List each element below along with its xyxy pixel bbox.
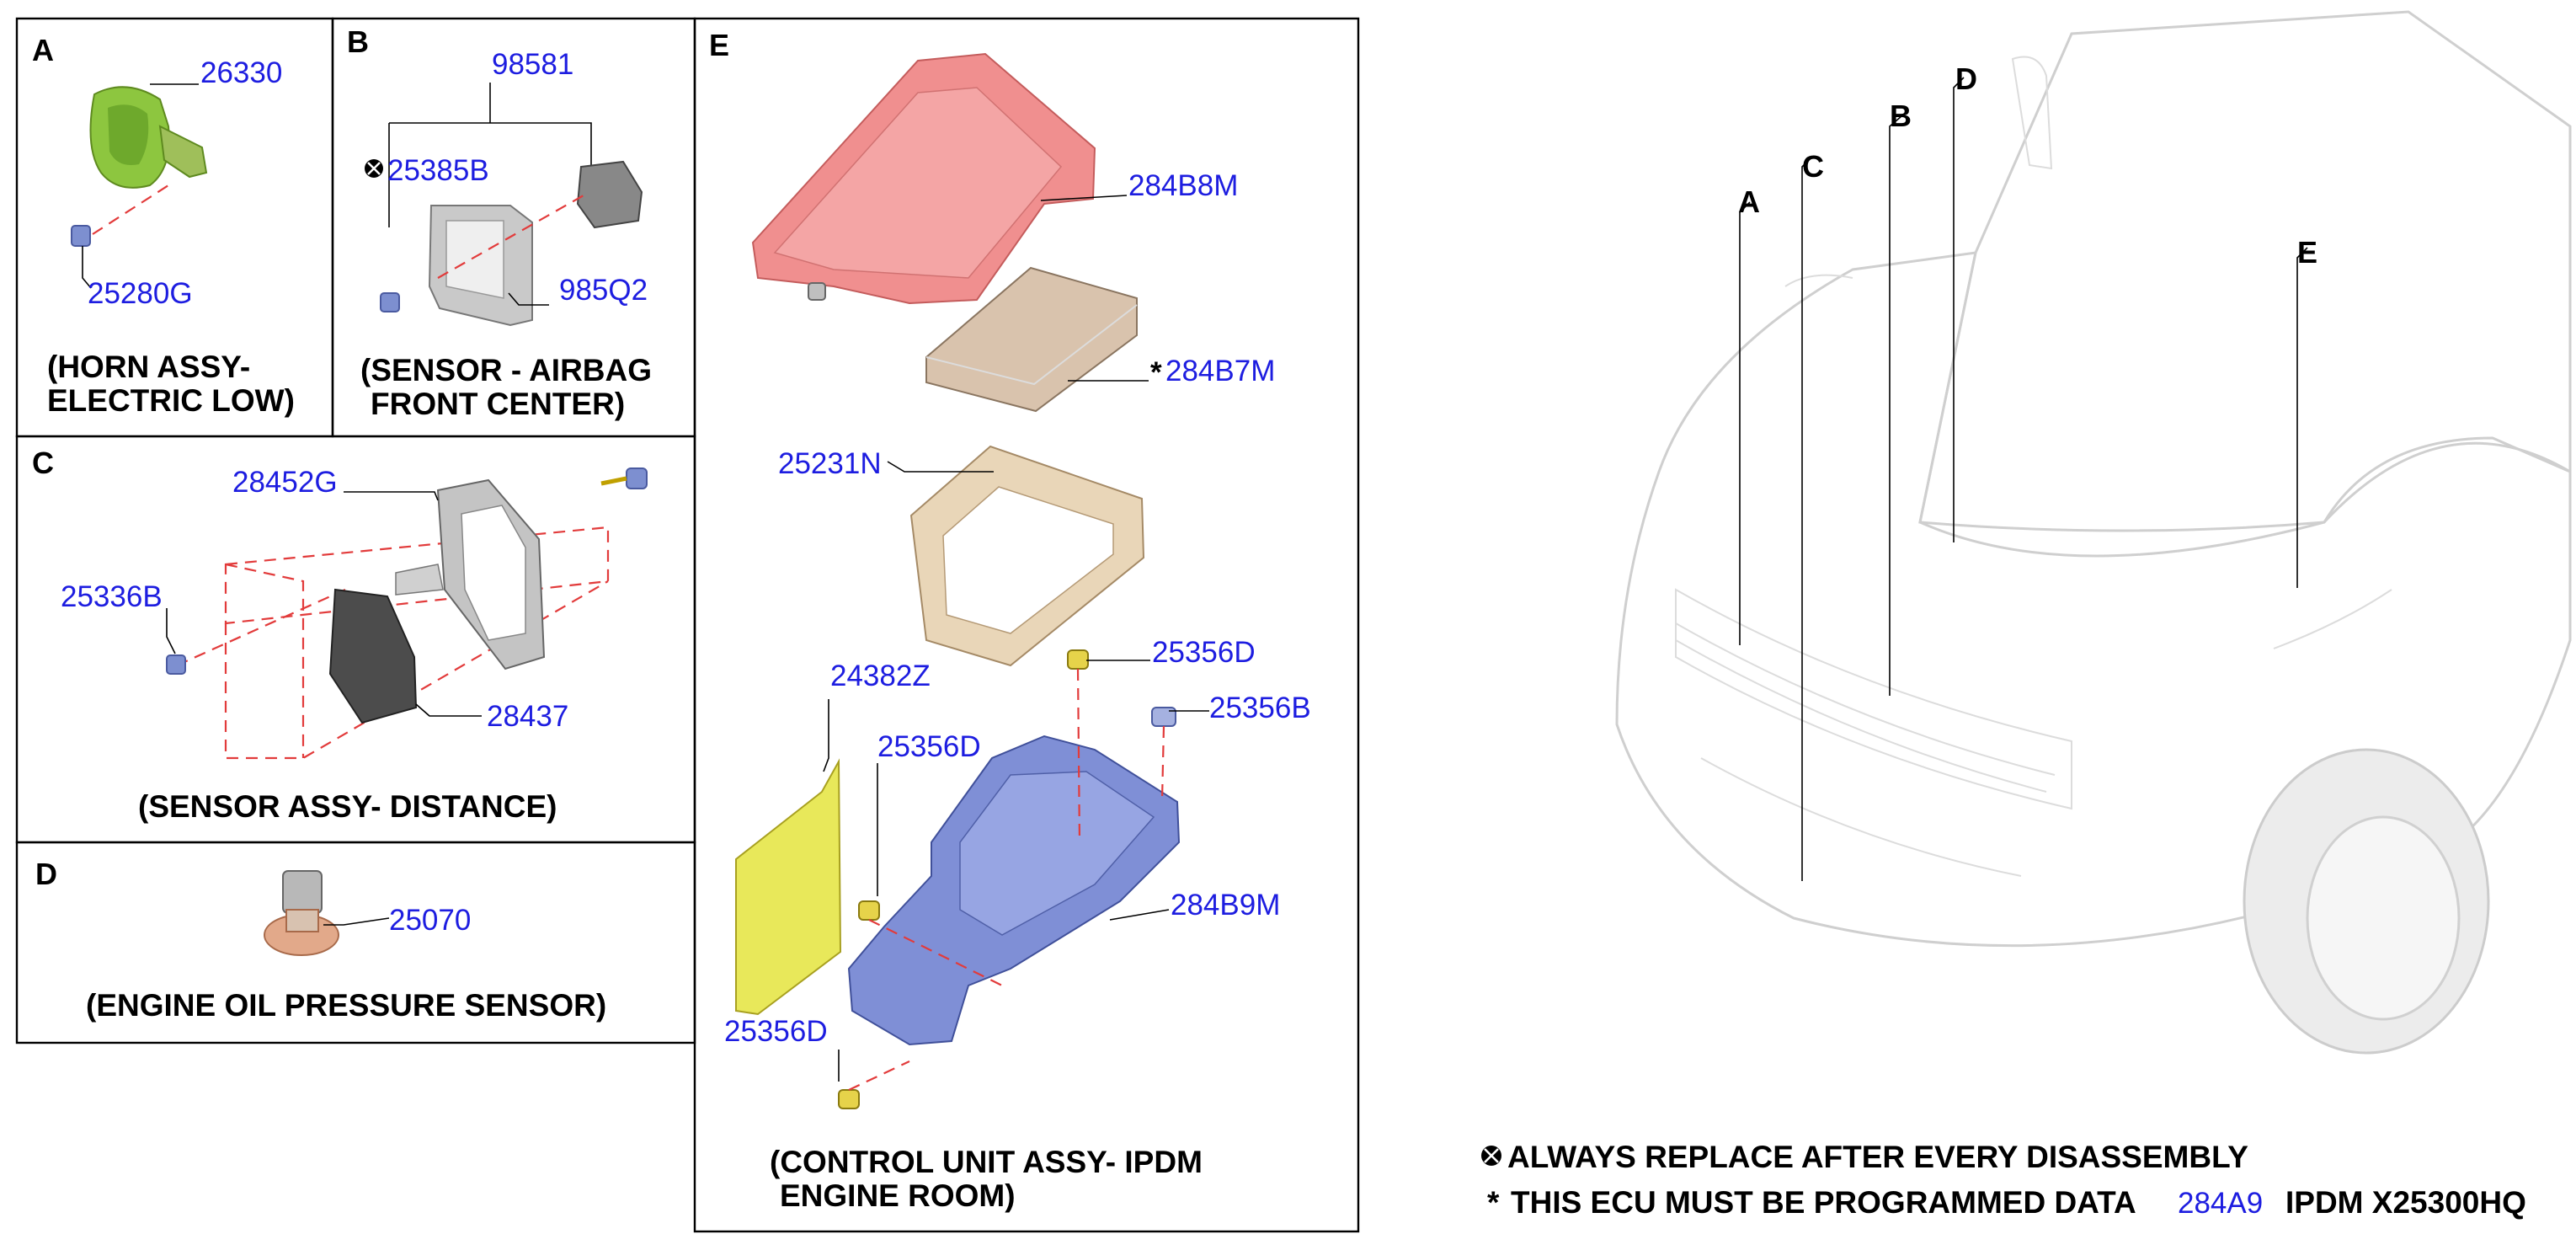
part-number-284b8m[interactable]: 284B8M xyxy=(1128,169,1238,202)
part-number-25280g[interactable]: 25280G xyxy=(88,277,193,310)
panel-frames xyxy=(15,17,1360,1233)
section-e: E xyxy=(709,28,1311,1213)
section-letter-b: B xyxy=(347,24,369,59)
part-number-25356d-lower[interactable]: 25356D xyxy=(724,1015,828,1048)
notes: ALWAYS REPLACE AFTER EVERY DISASSEMBLY *… xyxy=(1481,1140,2526,1220)
oil-pressure-sensor-illustration xyxy=(264,870,339,956)
part-number-25336b[interactable]: 25336B xyxy=(61,580,163,613)
caption-b-line2: FRONT CENTER) xyxy=(371,387,625,421)
section-a: A 26330 25280G (HORN ASSY- ELECTRIC LOW) xyxy=(32,33,295,418)
vehicle-callout-d: D xyxy=(1955,61,1977,96)
part-number-25356d-middle[interactable]: 25356D xyxy=(877,730,981,763)
part-number-25070[interactable]: 25070 xyxy=(389,904,471,937)
note-ipdm-code: IPDM X25300HQ xyxy=(2285,1185,2526,1220)
caption-a-line1: (HORN ASSY- xyxy=(47,350,250,384)
part-number-26330[interactable]: 26330 xyxy=(200,56,282,89)
note-part-number-284a9[interactable]: 284A9 xyxy=(2178,1187,2263,1220)
vehicle-location-view: A B C D E xyxy=(1615,10,2572,1055)
part-number-985q2[interactable]: 985Q2 xyxy=(559,274,648,307)
vehicle-illustration xyxy=(1615,10,2572,1055)
section-d: D 25070 (ENGINE OIL PRESSURE SENSOR) xyxy=(35,857,606,1023)
part-number-98581[interactable]: 98581 xyxy=(492,48,573,81)
airbag-sensor-illustration xyxy=(380,160,643,327)
vehicle-callout-c: C xyxy=(1802,149,1824,184)
distance-sensor-illustration xyxy=(166,467,648,760)
ipdm-illustration xyxy=(735,52,1181,1109)
ecu-star-marker: * xyxy=(1150,356,1162,389)
part-number-25356d-upper[interactable]: 25356D xyxy=(1152,636,1256,669)
vehicle-callout-b: B xyxy=(1890,99,1912,133)
section-letter-c: C xyxy=(32,446,54,480)
caption-b-line1: (SENSOR - AIRBAG xyxy=(360,353,652,387)
caption-a-line2: ELECTRIC LOW) xyxy=(47,383,295,418)
section-letter-a: A xyxy=(32,33,54,67)
caption-e-line1: (CONTROL UNIT ASSY- IPDM xyxy=(770,1145,1203,1179)
part-number-284b7m[interactable]: 284B7M xyxy=(1165,355,1275,387)
part-number-28437[interactable]: 28437 xyxy=(487,700,568,733)
vehicle-callout-e: E xyxy=(2297,235,2317,270)
note-ecu-star: * xyxy=(1487,1185,1500,1220)
note-always-replace: ALWAYS REPLACE AFTER EVERY DISASSEMBLY xyxy=(1507,1140,2248,1174)
section-c: C 28452G 25336B 28437 (SENSOR ASSY- DIST… xyxy=(32,446,648,824)
section-letter-d: D xyxy=(35,857,57,891)
part-number-28452g[interactable]: 28452G xyxy=(232,466,338,499)
vehicle-callout-a: A xyxy=(1738,184,1760,219)
horn-illustration xyxy=(71,86,208,247)
note-ecu-programmed: THIS ECU MUST BE PROGRAMMED DATA xyxy=(1511,1185,2136,1220)
section-b: B 98581 25385B 985Q2 (SENSOR - AIRBAG FR… xyxy=(347,24,652,421)
part-number-25231n[interactable]: 25231N xyxy=(778,447,882,480)
part-number-24382z[interactable]: 24382Z xyxy=(830,660,931,692)
caption-e-line2: ENGINE ROOM) xyxy=(780,1178,1016,1213)
part-number-25356b[interactable]: 25356B xyxy=(1209,692,1311,724)
section-letter-e: E xyxy=(709,28,729,62)
caption-c: (SENSOR ASSY- DISTANCE) xyxy=(138,789,557,824)
part-number-25385b[interactable]: 25385B xyxy=(387,154,489,187)
caption-d: (ENGINE OIL PRESSURE SENSOR) xyxy=(86,988,606,1023)
part-number-284b9m[interactable]: 284B9M xyxy=(1171,889,1280,921)
